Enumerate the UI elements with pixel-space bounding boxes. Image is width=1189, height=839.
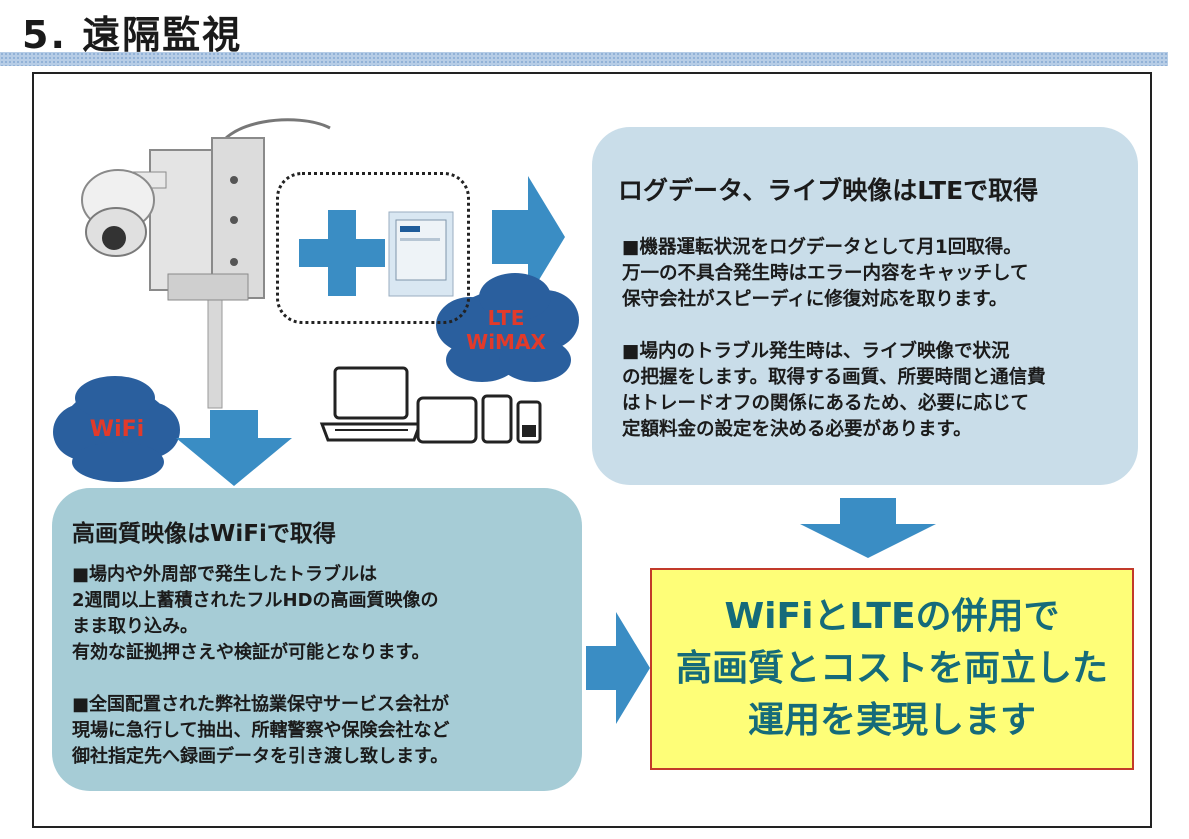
wimax-label: WiMAX [466,330,546,354]
lte-panel-heading: ログデータ、ライブ映像はLTEで取得 [618,176,1039,205]
wifi-info-panel: 高画質映像はWiFiで取得 ■場内や外周部で発生したトラブルは 2週間以上蓄積さ… [52,488,582,791]
page-title: 5. 遠隔監視 [22,13,243,57]
tablet-icon [416,396,478,444]
lte-panel-body: ■機器運転状況をログデータとして月1回取得。 万一の不具合発生時はエラー内容をキ… [622,237,1046,440]
mobile-phone-icon [516,400,542,444]
arrow-down-icon [800,498,936,558]
title-underline-bar [0,52,1168,66]
conclusion-line-1: WiFiとLTEの併用で [724,596,1060,637]
laptop-icon [319,366,423,442]
plus-icon [299,210,385,296]
cloud-icon [53,376,180,482]
arrow-right-icon [586,612,650,724]
wifi-cloud-label: WiFi [89,417,145,442]
conclusion-box: WiFiとLTEの併用で 高画質とコストを両立した 運用を実現します [650,568,1134,770]
conclusion-line-2: 高画質とコストを両立した [675,648,1108,689]
arrow-down-icon [176,410,292,486]
conclusion-line-3: 運用を実現します [747,700,1036,741]
router-icon [388,211,454,297]
arrow-right-icon [492,176,565,298]
lte-info-panel: ログデータ、ライブ映像はLTEで取得 ■機器運転状況をログデータとして月1回取得… [592,127,1138,485]
security-camera-icon [81,118,331,409]
lte-cloud-label: LTE WiMAX [448,306,564,354]
smartphone-icon [481,394,513,444]
wifi-panel-heading: 高画質映像はWiFiで取得 [72,521,336,547]
device-group-box [276,172,470,324]
wifi-panel-body: ■場内や外周部で発生したトラブルは 2週間以上蓄積されたフルHDの高画質映像の … [72,564,450,767]
lte-label: LTE [487,306,525,330]
